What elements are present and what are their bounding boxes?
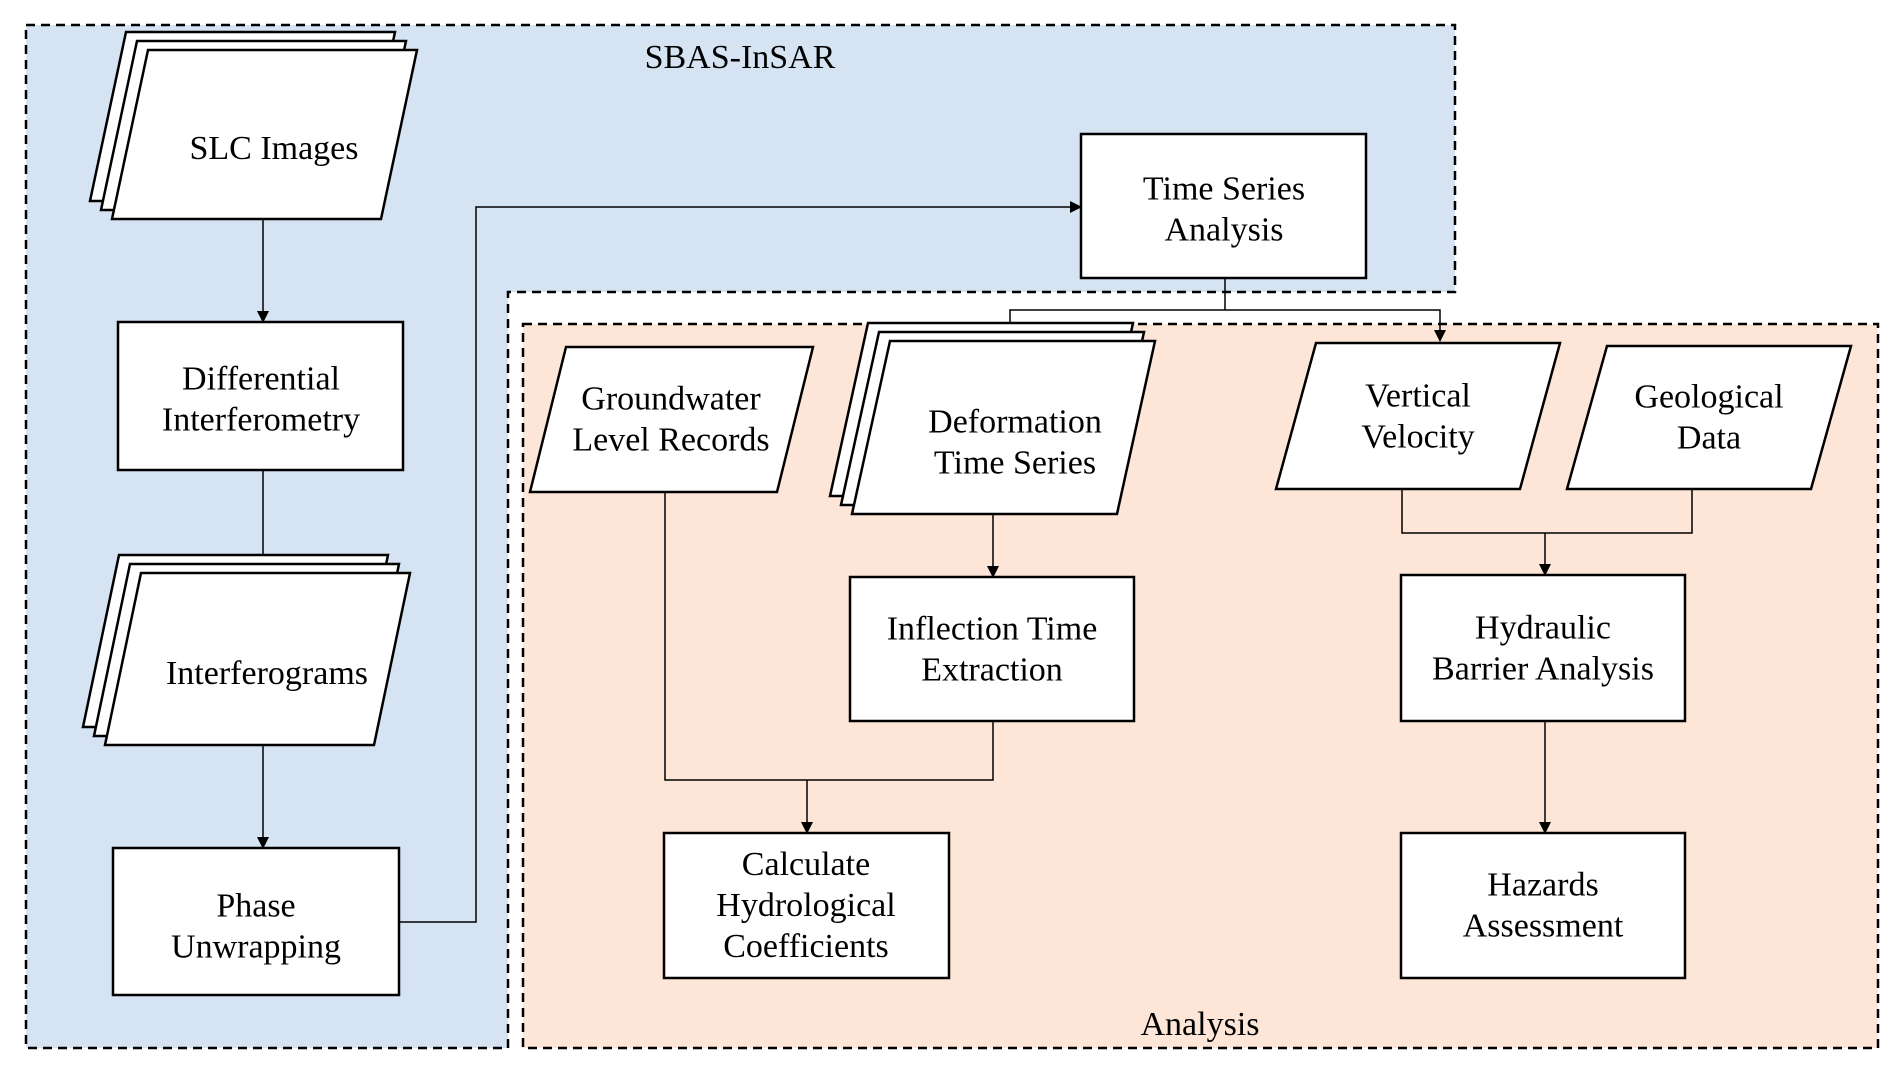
slc-images-label-line-1: SLC Images [189,130,358,167]
time-series-analysis-label-line-1: Time Series [1143,171,1305,208]
inflection-time-extraction-box [848,575,1136,723]
geological-data-label-line-1: Geological [1634,379,1783,416]
hydraulic-barrier-analysis-box [1399,573,1687,723]
deformation-time-series-label-line-2: Time Series [934,445,1096,482]
geological-data-label-line-2: Data [1677,420,1741,457]
slc-images-stack-layer-3 [110,48,419,221]
inflection-time-extraction-label-line-1: Inflection Time [887,611,1098,648]
time-series-analysis-label-line-2: Analysis [1165,212,1284,249]
phase-unwrapping-label-line-1: Phase [216,888,295,925]
deformation-time-series-stack-layer-3 [850,339,1157,516]
hazards-assessment-label-line-2: Assessment [1463,908,1624,945]
inflection-time-extraction-label-line-2: Extraction [921,652,1063,689]
vertical-velocity-label-line-1: Vertical [1365,378,1471,415]
sbas-insar-region: SBAS-InSAR [24,23,1457,1050]
hydraulic-barrier-analysis-label-line-2: Barrier Analysis [1432,651,1654,688]
calculate-hydrological-coefficients-label-line-1: Calculate [742,846,870,883]
geological-data-shape [1565,344,1853,491]
groundwater-level-records-label-line-1: Groundwater [581,381,761,418]
node-interferograms: Interferograms [81,553,412,747]
differential-interferometry-label-line-2: Interferometry [162,402,360,439]
sbas-insar-region-background [24,23,1457,1050]
calculate-hydrological-coefficients-label-line-2: Hydrological [716,887,895,924]
edge-groundwater-branch [664,492,807,781]
groundwater-level-records-shape [528,345,815,494]
groundwater-level-records-label-line-2: Level Records [572,422,769,459]
hazards-assessment-label-line-1: Hazards [1487,867,1598,904]
phase-unwrapping-label-line-2: Unwrapping [171,929,341,966]
edge-time-series-to-vertical-velocity [1225,309,1446,342]
vertical-velocity-shape [1274,341,1562,491]
deformation-time-series-label-line-1: Deformation [928,404,1102,441]
time-series-analysis-box [1079,132,1368,280]
hydraulic-barrier-analysis-label-line-1: Hydraulic [1475,610,1611,647]
analysis-region-title: Analysis [1141,1006,1260,1043]
phase-unwrapping-box [111,846,401,997]
interferograms-stack-layer-3 [103,571,412,747]
differential-interferometry-box [116,320,405,472]
edge-vertical-velocity-branch [1401,489,1545,534]
node-slc-images: SLC Images [88,30,419,221]
hazards-assessment-box [1399,831,1687,980]
edge-geological-data-branch [1545,489,1693,534]
calculate-hydrological-coefficients-label-line-3: Coefficients [723,928,889,965]
nodes: SLC ImagesDifferentialInterferometryInte… [81,30,1853,997]
vertical-velocity-label-line-2: Velocity [1361,419,1474,456]
edge-phase-to-time-series [400,201,1082,923]
differential-interferometry-label-line-1: Differential [182,361,340,398]
interferograms-label-line-1: Interferograms [166,655,368,692]
sbas-insar-region-title: SBAS-InSAR [645,39,836,76]
calculate-hydrological-coefficients-box [662,831,951,980]
edge-inflection-branch [807,721,994,781]
